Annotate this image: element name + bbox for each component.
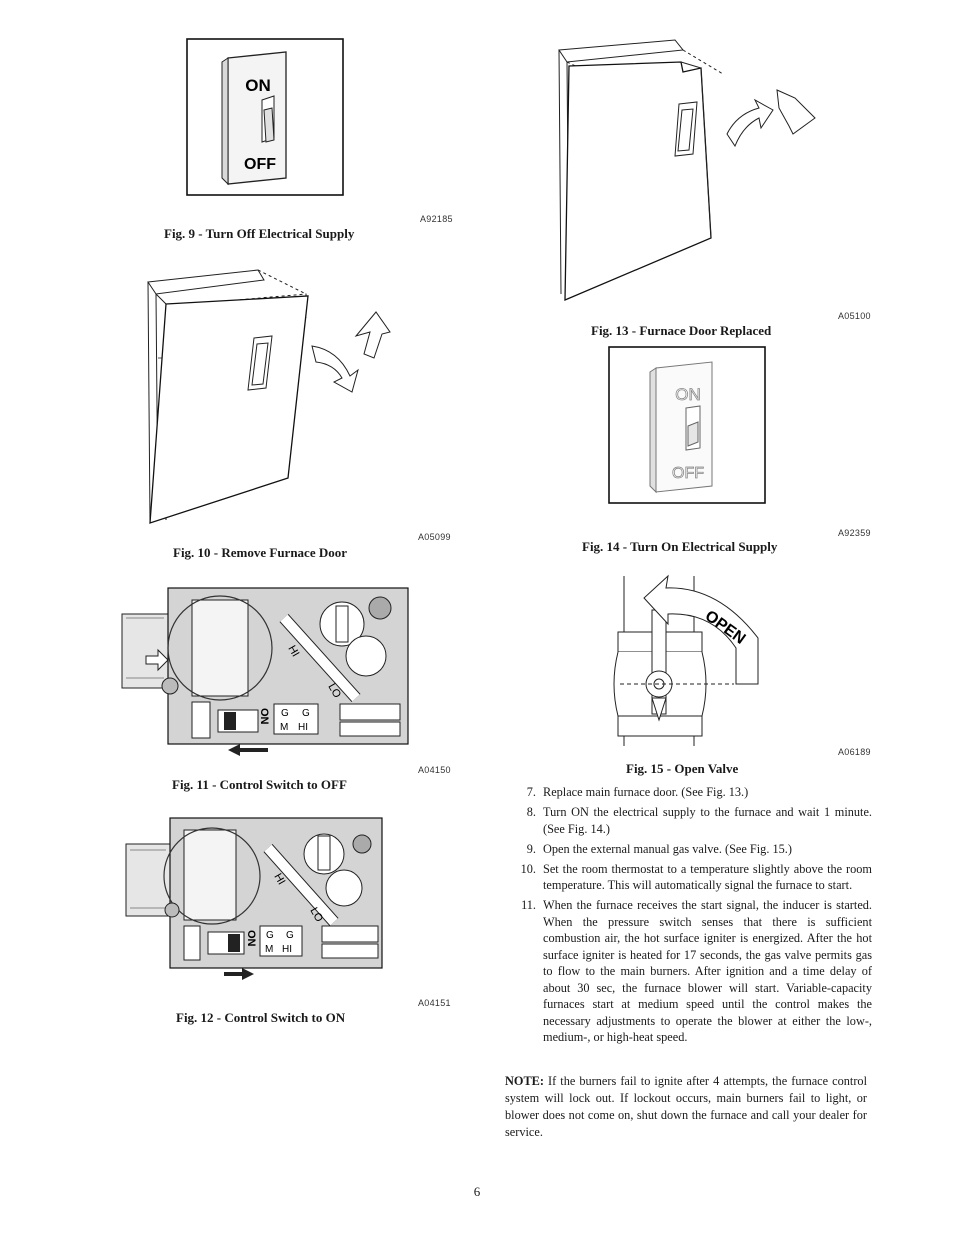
step-item: 10. Set the room thermostat to a tempera…: [505, 861, 872, 894]
step-text: Turn ON the electrical supply to the fur…: [543, 805, 872, 836]
step-number: 8.: [526, 805, 536, 819]
m-label: M: [265, 944, 273, 955]
g-label: G: [281, 708, 289, 719]
figure-caption: Fig. 13 - Furnace Door Replaced: [591, 323, 772, 338]
lockout-note: NOTE: If the burners fail to ignite afte…: [505, 1073, 867, 1141]
hi-terminal-label: HI: [298, 722, 308, 733]
note-label: NOTE:: [505, 1074, 544, 1088]
on-label: ON: [245, 930, 257, 947]
step-number: 7.: [526, 785, 536, 799]
switch-on-text: ON: [675, 385, 701, 404]
figure-caption: Fig. 14 - Turn On Electrical Supply: [582, 539, 778, 554]
fig12-illustration: HI LO ON G G M HI: [124, 810, 386, 986]
figure-caption: Fig. 10 - Remove Furnace Door: [173, 545, 348, 560]
fig13-illustration: [555, 38, 825, 308]
hi-label: HI: [285, 644, 301, 660]
step-number: 10.: [520, 861, 536, 876]
step-item: 11. When the furnace receives the start …: [505, 897, 872, 1046]
step-text: When the furnace receives the start sign…: [543, 898, 872, 1044]
step-text: Set the room thermostat to a temperature…: [543, 861, 872, 893]
figure-code: A04150: [418, 765, 451, 775]
figure-code: A05100: [838, 311, 871, 321]
g-label: G: [302, 708, 310, 719]
m-label: M: [280, 722, 288, 733]
fig14-illustration: ON OFF: [608, 346, 768, 506]
fig11-illustration: HI LO ON G G M HI: [118, 578, 413, 758]
step-item: 8. Turn ON the electrical supply to the …: [505, 804, 872, 837]
figure-caption: Fig. 12 - Control Switch to ON: [176, 1010, 346, 1025]
g-label: G: [286, 930, 294, 941]
figure-caption: Fig. 15 - Open Valve: [626, 761, 739, 776]
step-number: 9.: [526, 841, 536, 856]
step-text: Open the external manual gas valve. (See…: [543, 841, 792, 856]
figure-caption: Fig. 11 - Control Switch to OFF: [172, 777, 347, 792]
figure-code: A06189: [838, 747, 871, 757]
figure-code: A05099: [418, 532, 451, 542]
startup-steps-list: 7. Replace main furnace door. (See Fig. …: [505, 784, 872, 1049]
figure-code: A92185: [420, 214, 453, 224]
figure-code: A04151: [418, 998, 451, 1008]
fig9-illustration: ON OFF: [186, 38, 346, 198]
step-number: 11.: [521, 898, 536, 912]
step-item: 9. Open the external manual gas valve. (…: [505, 841, 872, 858]
page-number: 6: [473, 1184, 481, 1199]
figure-code: A92359: [838, 528, 871, 538]
hi-terminal-label: HI: [282, 944, 292, 955]
note-text: If the burners fail to ignite after 4 at…: [505, 1074, 867, 1139]
g-label: G: [266, 930, 274, 941]
step-item: 7. Replace main furnace door. (See Fig. …: [505, 784, 872, 801]
switch-off-text: OFF: [244, 156, 276, 173]
fig10-illustration: [138, 258, 408, 528]
hi-label: HI: [271, 872, 287, 888]
switch-on-text: ON: [245, 76, 271, 95]
switch-off-text: OFF: [672, 465, 704, 482]
on-label: ON: [258, 708, 270, 725]
step-text: Replace main furnace door. (See Fig. 13.…: [543, 785, 749, 799]
fig15-illustration: OPEN: [608, 572, 768, 750]
figure-caption: Fig. 9 - Turn Off Electrical Supply: [164, 226, 355, 241]
